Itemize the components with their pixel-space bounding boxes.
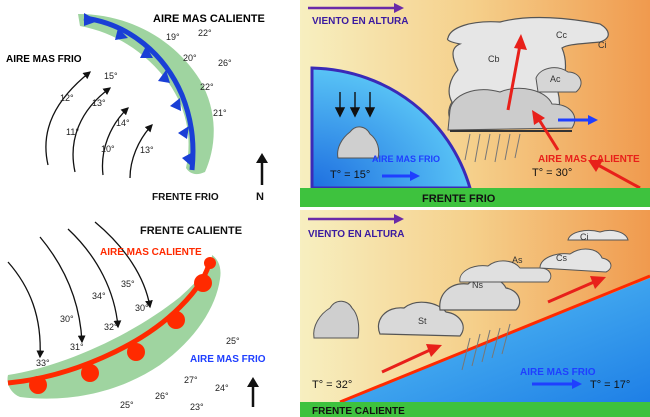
frontal-zone-band: [7, 255, 221, 399]
front-label: FRENTE CALIENTE: [312, 406, 405, 417]
upper-wind-label: VIENTO EN ALTURA: [312, 16, 408, 27]
temp-reading: 24°: [215, 383, 229, 393]
warm-front-section: VIENTO EN ALTURA: [300, 210, 650, 417]
cloud-label-ns: Ns: [472, 280, 483, 290]
warm-temp: T° = 30°: [532, 167, 572, 179]
cloud-label-cb: Cb: [488, 54, 500, 64]
temp-reading: 35°: [121, 279, 135, 289]
cold-air-label: AIRE MAS FRIO: [190, 354, 266, 365]
wind-flow-arrows: [7, 221, 153, 359]
temp-reading: 15°: [104, 71, 118, 81]
temp-reading: 20°: [183, 53, 197, 63]
upper-wind-arrow: [308, 214, 404, 224]
upper-wind-arrow: [308, 3, 404, 13]
temp-reading: 13°: [92, 98, 106, 108]
warm-air-flow-arrow: [558, 115, 598, 125]
warm-air-label: AIRE MAS CALIENTE: [100, 247, 202, 258]
front-label: FRENTE CALIENTE: [140, 225, 242, 237]
temp-reading: 23°: [190, 402, 204, 412]
temp-reading: 31°: [70, 342, 84, 352]
cloud-label-ci: Ci: [598, 40, 607, 50]
temperature-readings: 35° 34° 30° 30° 32° 31° 33° 25° 27° 24° …: [36, 279, 240, 412]
cloud-label-as: As: [512, 255, 523, 265]
temp-reading: 12°: [60, 93, 74, 103]
north-arrow: [247, 377, 259, 407]
upper-wind-label: VIENTO EN ALTURA: [308, 229, 404, 240]
stratus-clouds: [377, 229, 629, 337]
cloud-label-cc: Cc: [556, 30, 567, 40]
cold-front-line: [83, 15, 196, 171]
temperature-readings: 19° 22° 20° 26° 15° 22° 12° 13° 21° 11° …: [60, 28, 232, 155]
cumulonimbus-cloud: [446, 16, 609, 132]
temp-reading: 30°: [135, 303, 149, 313]
cold-air-label: AIRE MAS FRIO: [6, 54, 82, 65]
temp-reading: 32°: [104, 322, 118, 332]
small-cumulus-cloud: [337, 126, 380, 159]
temp-reading: 33°: [36, 358, 50, 368]
warm-front-map: FRENTE CALIENTE AIRE MAS CALIENTE AIRE M…: [0, 207, 298, 417]
front-label: FRENTE FRIO: [422, 193, 496, 205]
temp-reading: 13°: [140, 145, 154, 155]
warm-air-label: AIRE MAS CALIENTE: [538, 154, 640, 165]
temp-reading: 11°: [66, 127, 79, 137]
warm-temp: T° = 32°: [312, 379, 352, 391]
warm-front-surface: [339, 274, 650, 404]
cold-front-triangles: [84, 13, 193, 165]
temp-reading: 27°: [184, 375, 198, 385]
cold-front-section: VIENTO EN ALTURA: [300, 0, 650, 207]
warm-front-semicircles: [29, 257, 216, 394]
rain-streaks: [464, 133, 521, 163]
ground-strip: [300, 402, 650, 417]
cold-air-flow-arrow: [382, 171, 420, 181]
cold-air-flow-arrow: [532, 379, 582, 389]
cloud-label-ac: Ac: [550, 74, 561, 84]
north-arrow: [256, 153, 268, 185]
cloud-label-ci: Ci: [580, 232, 589, 242]
rain-streaks: [461, 323, 511, 371]
temp-reading: 25°: [226, 336, 240, 346]
wind-flow-arrows: [45, 71, 153, 179]
cold-temp: T° = 15°: [330, 169, 370, 181]
temp-reading: 14°: [116, 118, 130, 128]
temp-reading: 26°: [218, 58, 232, 68]
temp-reading: 22°: [200, 82, 214, 92]
cold-air-label: AIRE MAS FRIO: [372, 154, 440, 164]
temp-reading: 25°: [120, 400, 134, 410]
ground-strip: [300, 188, 650, 207]
rising-warm-air-arrows: [506, 34, 641, 190]
north-label: N: [256, 191, 264, 203]
cloud-label-st: St: [418, 316, 427, 326]
temp-reading: 10°: [101, 144, 115, 154]
front-label: FRENTE FRIO: [152, 192, 219, 203]
temp-reading: 21°: [213, 108, 227, 118]
temp-reading: 26°: [155, 391, 169, 401]
small-cumulus-cloud: [313, 300, 360, 339]
temp-reading: 30°: [60, 314, 74, 324]
cold-front-map: AIRE MAS CALIENTE AIRE MAS FRIO FRENTE F…: [0, 0, 298, 205]
temp-reading: 34°: [92, 291, 106, 301]
cold-air-label: AIRE MAS FRIO: [520, 367, 596, 378]
temp-reading: 22°: [198, 28, 212, 38]
temp-reading: 19°: [166, 32, 180, 42]
rising-warm-air-arrows: [381, 276, 606, 374]
warm-air-label: AIRE MAS CALIENTE: [153, 13, 265, 25]
cold-temp: T° = 17°: [590, 379, 630, 391]
sinking-air-arrows: [334, 92, 376, 118]
cloud-label-cs: Cs: [556, 253, 567, 263]
